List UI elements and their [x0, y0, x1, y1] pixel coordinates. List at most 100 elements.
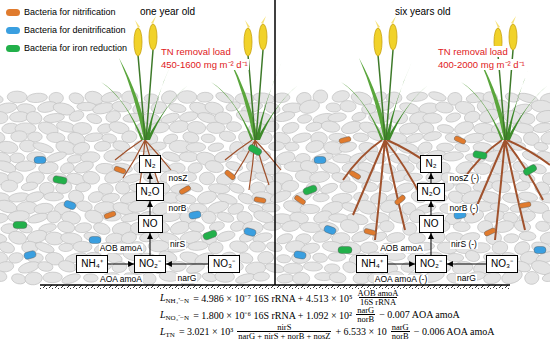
gravel-stone [281, 219, 301, 233]
gravel-stone [445, 111, 462, 123]
gravel-stone [264, 121, 279, 133]
fraction-denominator: norB [391, 331, 410, 340]
bacterium [534, 247, 546, 254]
bacterium [52, 175, 67, 184]
bacterium [63, 200, 77, 211]
reaction-arrow [166, 264, 208, 265]
gravel-stone [312, 253, 328, 263]
gravel-stone [59, 243, 74, 252]
reaction-arrow [430, 173, 431, 183]
gravel-stone [428, 90, 448, 103]
gravel-stone [44, 192, 64, 201]
gravel-stone [483, 271, 502, 285]
legend-swatch [6, 27, 20, 34]
bacterium [394, 194, 406, 206]
gravel-stone [328, 252, 346, 261]
fraction-numerator: narG [356, 306, 375, 314]
gravel-stone [1, 180, 18, 192]
species-text: N₂O [141, 186, 160, 197]
gravel-stone [446, 253, 463, 262]
gravel-stone [253, 272, 270, 282]
gravel-stone [379, 221, 394, 233]
gravel-stone [199, 172, 215, 185]
gravel-stone [285, 142, 299, 151]
gravel-stone [94, 140, 112, 152]
gravel-stone [219, 130, 237, 143]
gravel-stone [324, 264, 340, 273]
gravel-stone [169, 260, 187, 272]
gravel-stone [179, 152, 198, 162]
ground-hatch [40, 285, 510, 289]
equation-term: = 4.986 × 10⁻⁷ 16S rRNA + 4.513 × 10⁵ [193, 291, 352, 305]
species-text: NH₄⁺ [361, 258, 383, 269]
bacterium [23, 250, 36, 260]
bacterium [484, 227, 497, 237]
reaction-arrow [430, 233, 431, 255]
species-box: NO₂⁻ [415, 255, 447, 273]
fraction-numerator: AOB amoA [357, 289, 400, 297]
legend-swatch [6, 9, 20, 16]
gravel-stone [298, 98, 321, 115]
gravel-stone [326, 102, 342, 112]
gravel-stone [339, 218, 360, 235]
gravel-stone [26, 92, 47, 103]
species-box: N₂O [136, 183, 165, 201]
species-box: NO₂⁻ [134, 255, 166, 273]
bacteria-group [13, 135, 546, 260]
reaction-arrow [149, 201, 150, 215]
gene-label: norB [167, 204, 187, 213]
gravel-stone [262, 203, 280, 213]
species-text: NO₃⁻ [213, 258, 235, 269]
removal-load-text: TN removal load [160, 46, 232, 57]
species-box: NH₄⁺ [76, 255, 108, 273]
fraction: AOB amoA16S rRNA [357, 289, 400, 306]
fraction-denominator: norB [356, 314, 375, 323]
equation: LNH₄⁺−N= 4.986 × 10⁻⁷ 16S rRNA + 4.513 ×… [160, 289, 401, 306]
legend-swatch [6, 45, 20, 52]
gravel-stone [277, 273, 295, 284]
legend-text: Bacteria for denitrification [24, 25, 126, 36]
gene-label: narG [176, 274, 197, 283]
equation-term: = 1.800 × 10⁻⁶ 16S rRNA + 1.092 × 10² [193, 308, 352, 322]
gravel-stone [351, 111, 367, 123]
gravel-stone [209, 220, 226, 232]
gravel-stone [0, 213, 9, 225]
species-text: NO₃⁻ [491, 258, 513, 269]
removal-load-text: TN removal load [437, 46, 509, 57]
gravel-stone [320, 120, 340, 134]
removal-load-text: 450-1600 mg m⁻² d⁻¹ [160, 59, 249, 70]
gravel-stone [186, 142, 206, 152]
bacterium [114, 166, 127, 175]
gravel-stone [111, 261, 127, 274]
gravel-stone [21, 181, 39, 192]
gravel-stone [263, 222, 281, 231]
gravel-stone [329, 272, 347, 284]
bacterium [89, 237, 101, 244]
gravel-stone [535, 220, 550, 232]
gravel-stone [83, 274, 98, 283]
gravel-stone [396, 181, 415, 194]
equation-term: + 6.533 × 10 [335, 326, 386, 337]
gravel-stone [524, 270, 540, 285]
fraction: nirSnarG + nirS + norB + nosZ [237, 323, 331, 340]
equation-subscript: NH₄⁺−N [166, 296, 190, 305]
gravel-stone [68, 109, 85, 123]
gravel-stone [305, 121, 323, 133]
bacterium [454, 135, 467, 145]
fraction-numerator: nirS [276, 323, 292, 331]
equation: LNO₃⁻−N= 1.800 × 10⁻⁶ 16S rRNA + 1.092 ×… [160, 306, 462, 323]
panel-divider [274, 0, 276, 285]
gravel-stone [274, 110, 295, 124]
gravel-stone [226, 121, 242, 132]
gravel-stone [235, 272, 256, 285]
gravel-stone [177, 91, 197, 104]
species-box: NO [138, 215, 163, 233]
species-text: NH₄⁺ [81, 258, 103, 269]
bacterium [202, 229, 218, 240]
equation-term: − 0.007 AOA amoA [379, 309, 460, 320]
gravel-stone [74, 222, 92, 234]
gravel-stone [43, 272, 63, 283]
gravel-stone [160, 211, 181, 223]
gravel-stone [514, 180, 530, 192]
